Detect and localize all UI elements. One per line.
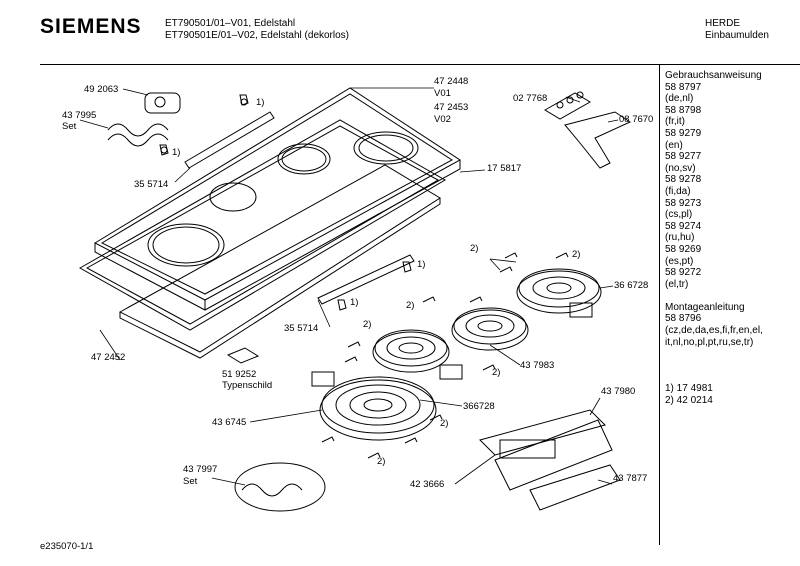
documentation-line: 58 8797	[665, 81, 702, 93]
part-label-027768: 02 7768	[513, 93, 548, 104]
documentation-line: 58 9278	[665, 174, 702, 186]
fixing-bracket-lower	[317, 254, 415, 311]
wire-set-lower	[234, 462, 326, 512]
sensor-part	[144, 92, 181, 114]
footnote-marker: 2)	[363, 319, 372, 330]
documentation-line: 58 9273	[665, 197, 702, 209]
heating-element-oval	[516, 268, 602, 318]
documentation-line: (fr,it)	[665, 116, 685, 128]
heating-element-medium-2	[439, 307, 529, 380]
footnote-marker: 2)	[440, 418, 449, 429]
rating-plate	[226, 347, 260, 364]
part-label-366728-center: 366728	[463, 401, 495, 412]
footnote-marker: 2)	[377, 456, 386, 467]
exploded-parts-drawing	[78, 87, 632, 512]
knob-insert	[544, 91, 591, 120]
documentation-line: Gebrauchsanweisung	[665, 70, 762, 81]
heating-element-medium-1	[372, 329, 450, 373]
part-label-519252: 51 9252	[222, 369, 257, 380]
frame-seal	[78, 119, 446, 331]
part-label-436745: 43 6745	[212, 417, 247, 428]
part-label-355714-lower: 35 5714	[284, 323, 319, 334]
heating-element-large	[311, 371, 437, 441]
variant-v02: V02	[434, 114, 451, 125]
brand-logo: SIEMENS	[40, 15, 142, 38]
documentation-line: 58 8798	[665, 104, 702, 116]
variant-v01: V01	[434, 88, 451, 99]
documentation-line: (de,nl)	[665, 93, 694, 105]
documentation-line: 58 8796	[665, 313, 702, 325]
part-label-437995: 43 7995	[62, 110, 97, 121]
typenschild-label: Typenschild	[222, 380, 273, 391]
documentation-line: (cs,pl)	[665, 209, 693, 221]
documentation-line: Montageanleitung	[665, 301, 745, 313]
footnote-marker: 1)	[350, 297, 359, 308]
leader-lines	[79, 87, 619, 486]
documentation-line: 58 9279	[665, 127, 702, 139]
part-label-437877: 43 7877	[613, 473, 648, 484]
part-label-492063: 49 2063	[84, 84, 119, 95]
documentation-line: (ru,hu)	[665, 232, 695, 244]
set-label-2: Set	[183, 476, 198, 487]
footnote-marker: 1)	[256, 97, 265, 108]
part-label-472452: 47 2452	[91, 352, 126, 363]
part-label-087670: 08 7670	[619, 114, 654, 125]
support-frame	[118, 164, 441, 359]
set-label-1: Set	[62, 121, 77, 132]
header-divider	[40, 64, 800, 65]
document-code: e235070-1/1	[40, 541, 94, 552]
documentation-line: (no,sv)	[665, 162, 696, 174]
footnote-marker: 2)	[572, 249, 581, 260]
part-label-472453: 47 2453	[434, 102, 469, 113]
documentation-line: (en)	[665, 139, 683, 151]
part-label-437997: 43 7997	[183, 464, 218, 475]
footnote-marker: 2)	[492, 367, 501, 378]
documentation-line: (cz,de,da,es,fi,fr,en,el,	[665, 325, 763, 337]
part-label-472448: 47 2448	[434, 76, 469, 87]
part-label-423666: 42 3666	[410, 479, 445, 490]
part-label-175817: 17 5817	[487, 163, 522, 174]
control-module	[479, 409, 613, 491]
clips	[321, 252, 569, 459]
glass-scraper	[564, 111, 632, 169]
documentation-line: 2) 42 0214	[665, 394, 713, 406]
category-line-2: Einbaumulden	[705, 30, 769, 41]
documentation-line: (fi,da)	[665, 185, 691, 197]
category-line-1: HERDE	[705, 18, 741, 29]
documentation-line: (es,pt)	[665, 255, 694, 267]
documentation-line: 1) 17 4981	[665, 383, 713, 395]
footnote-marker: 1)	[172, 147, 181, 158]
part-label-366728-right: 36 6728	[614, 280, 649, 291]
documentation-line: 58 9277	[665, 151, 702, 163]
part-label-355714-upper: 35 5714	[134, 179, 169, 190]
wire-set-upper	[107, 123, 169, 147]
part-label-437983: 43 7983	[520, 360, 555, 371]
footnote-marker: 1)	[417, 259, 426, 270]
fixing-bracket-upper	[159, 94, 275, 169]
footnote-marker: 2)	[406, 300, 415, 311]
documentation-line: 58 9269	[665, 243, 702, 255]
model-line-1: ET790501/01–V01, Edelstahl	[165, 18, 296, 29]
footnote-marker: 2)	[470, 243, 479, 254]
sidebar-divider	[659, 65, 660, 545]
documentation-line: 58 9272	[665, 267, 702, 279]
control-board	[529, 464, 621, 511]
documentation-line: (el,tr)	[665, 278, 689, 290]
part-label-437980: 43 7980	[601, 386, 636, 397]
documentation-line: it,nl,no,pl,pt,ru,se,tr)	[665, 336, 754, 348]
documentation-line: 58 9274	[665, 220, 702, 232]
model-line-2: ET790501E/01–V02, Edelstahl (dekorlos)	[165, 30, 350, 41]
